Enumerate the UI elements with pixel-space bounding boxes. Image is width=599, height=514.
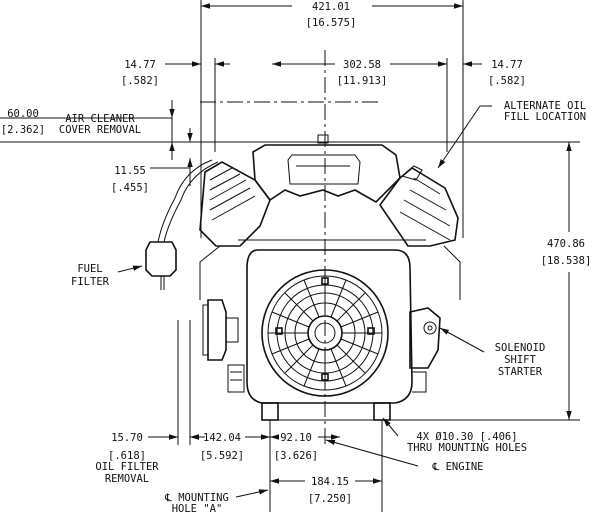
dim-cyl-span-mm: 302.58 — [343, 59, 381, 71]
alt-oil-label: ALTERNATE OIL — [504, 100, 586, 112]
dim-cyl-left-mm: 14.77 — [124, 59, 156, 71]
oil-filter-removal-label-2: REMOVAL — [105, 473, 149, 485]
dim-mount-mm: 184.15 — [311, 476, 349, 488]
dim-oil-mm: 15.70 — [111, 432, 143, 444]
engine-centerline-label: ℄ ENGINE — [432, 461, 484, 473]
solenoid-label: SOLENOID — [495, 342, 546, 354]
dim-air-mm: 60.00 — [7, 108, 39, 120]
fuel-filter-label-2: FILTER — [71, 276, 110, 288]
air-cleaner-label: AIR CLEANER — [65, 113, 135, 125]
oil-filter-removal-label: OIL FILTER — [95, 461, 159, 473]
dim-hole-left-in: [5.592] — [200, 450, 244, 462]
dim-overall-mm: 421.01 — [312, 1, 350, 13]
dim-1155-mm: 11.55 — [114, 165, 146, 177]
dimension-labels: 421.01 [16.575] 14.77 [.582] 302.58 [11.… — [1, 1, 591, 505]
mounting-hole-a-label: ℄ MOUNTING — [164, 492, 229, 504]
dim-cyl-span-in: [11.913] — [337, 75, 388, 87]
dim-height-mm: 470.86 — [547, 238, 585, 250]
dim-hole-left-mm: 142.04 — [203, 432, 241, 444]
dim-hole-center-mm: 92.10 — [280, 432, 312, 444]
dimension-lines — [148, 3, 572, 484]
air-cleaner-label-2: COVER REMOVAL — [59, 124, 141, 136]
leader-lines — [117, 105, 492, 498]
callout-labels: AIR CLEANER COVER REMOVAL ALTERNATE OIL … — [59, 100, 586, 514]
solenoid-label-2: SHIFT — [504, 354, 536, 366]
fuel-filter-label: FUEL — [77, 263, 102, 275]
dim-cyl-right-mm: 14.77 — [491, 59, 523, 71]
dim-cyl-left-in: [.582] — [121, 75, 159, 87]
dim-oil-in: [.618] — [108, 450, 146, 462]
dim-air-in: [2.362] — [1, 124, 45, 136]
mounting-hole-a-label-2: HOLE "A" — [172, 503, 223, 514]
dim-1155-in: [.455] — [111, 182, 149, 194]
dim-hole-center-in: [3.626] — [274, 450, 318, 462]
extension-lines — [0, 0, 580, 512]
engine-outline — [145, 134, 461, 421]
mounting-holes-label: 4X Ø10.30 [.406] — [416, 431, 517, 443]
alt-oil-label-2: FILL LOCATION — [504, 111, 586, 123]
dim-overall-in: [16.575] — [306, 17, 357, 29]
dim-cyl-right-in: [.582] — [488, 75, 526, 87]
solenoid-label-3: STARTER — [498, 366, 543, 378]
mounting-holes-label-2: THRU MOUNTING HOLES — [407, 442, 527, 454]
dim-mount-in: [7.250] — [308, 493, 352, 505]
dim-height-in: [18.538] — [541, 255, 592, 267]
grille-spokes — [268, 276, 382, 390]
